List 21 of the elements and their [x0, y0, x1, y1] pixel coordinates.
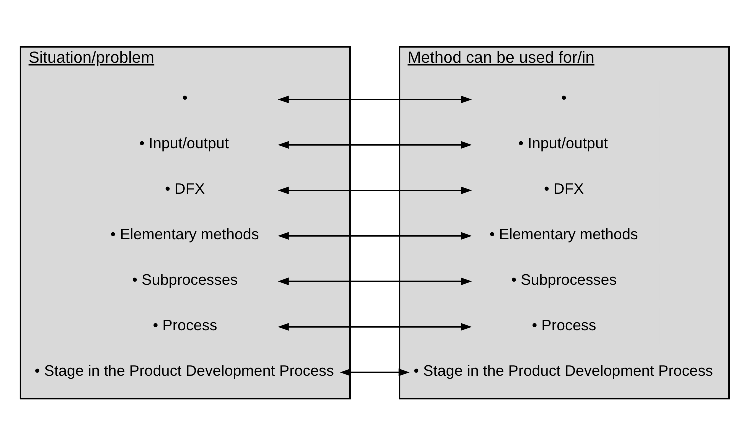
- node-text: • Input/output: [518, 136, 608, 153]
- node-text: •: [561, 90, 567, 108]
- node-text: • Input/output: [139, 136, 230, 153]
- node-text: • Elementary methods: [490, 226, 638, 244]
- node-text: • Subprocesses: [132, 272, 238, 290]
- arrow: [278, 96, 472, 104]
- arrow: [278, 232, 472, 240]
- node-text: • Subprocesses: [511, 272, 618, 290]
- arrow: [278, 141, 472, 149]
- node-text: • DFX: [165, 181, 206, 198]
- node-text: • DFX: [544, 181, 584, 198]
- arrow: [340, 368, 410, 376]
- node-text: • Stage in the Product Development Process: [414, 363, 714, 380]
- node-text: • Process: [532, 318, 596, 335]
- node-text: • Stage in the Product Development Process: [34, 363, 334, 380]
- arrow: [278, 278, 472, 286]
- node-text: • Elementary methods: [110, 226, 260, 244]
- arrow: [278, 323, 472, 331]
- arrow: [278, 186, 472, 194]
- node-text: • Process: [153, 318, 218, 335]
- node-text: •: [182, 90, 188, 108]
